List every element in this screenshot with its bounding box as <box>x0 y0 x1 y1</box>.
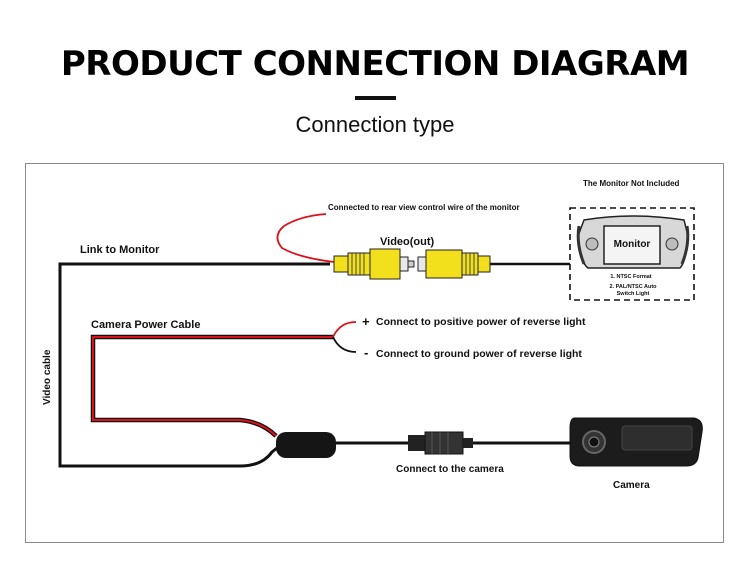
negative-sign: - <box>364 345 368 360</box>
monitor-dashed-box <box>569 207 695 301</box>
positive-power-label: Connect to positive power of reverse lig… <box>376 316 586 328</box>
rca-female-connector <box>417 249 491 279</box>
power-cable-wire <box>92 336 333 437</box>
link-to-monitor-label: Link to Monitor <box>80 244 160 256</box>
monitor-not-included-note: The Monitor Not Included <box>583 179 680 188</box>
positive-wire <box>332 321 357 338</box>
video-cable-wire <box>58 262 330 468</box>
positive-sign: + <box>362 314 370 329</box>
monitor-feature-1: 1. NTSC Format <box>610 274 651 280</box>
camera-plug-connector <box>408 431 473 455</box>
diagram-panel <box>25 163 724 543</box>
camera-icon <box>569 417 703 467</box>
rca-male-connector <box>333 248 415 280</box>
negative-wire <box>332 336 357 353</box>
monitor-feature-2b: Switch Light <box>617 291 650 297</box>
monitor-screen-label: Monitor <box>614 239 651 250</box>
connect-camera-label: Connect to the camera <box>396 464 504 475</box>
power-cable-outline <box>90 334 333 438</box>
video-out-label: Video(out) <box>380 236 435 248</box>
rear-view-note: Connected to rear view control wire of t… <box>328 203 520 212</box>
title-underline <box>355 96 396 100</box>
page-title: PRODUCT CONNECTION DIAGRAM <box>60 44 690 84</box>
junction-box <box>276 432 336 458</box>
page-subtitle: Connection type <box>295 112 455 137</box>
ground-power-label: Connect to ground power of reverse light <box>376 348 582 360</box>
video-cable-label: Video cable <box>42 349 53 405</box>
monitor-icon <box>576 215 690 269</box>
camera-power-cable-label: Camera Power Cable <box>91 319 200 331</box>
camera-label: Camera <box>613 480 650 491</box>
rear-view-control-wire <box>276 213 335 263</box>
monitor-feature-2a: 2. PAL/NTSC Auto <box>609 284 657 290</box>
